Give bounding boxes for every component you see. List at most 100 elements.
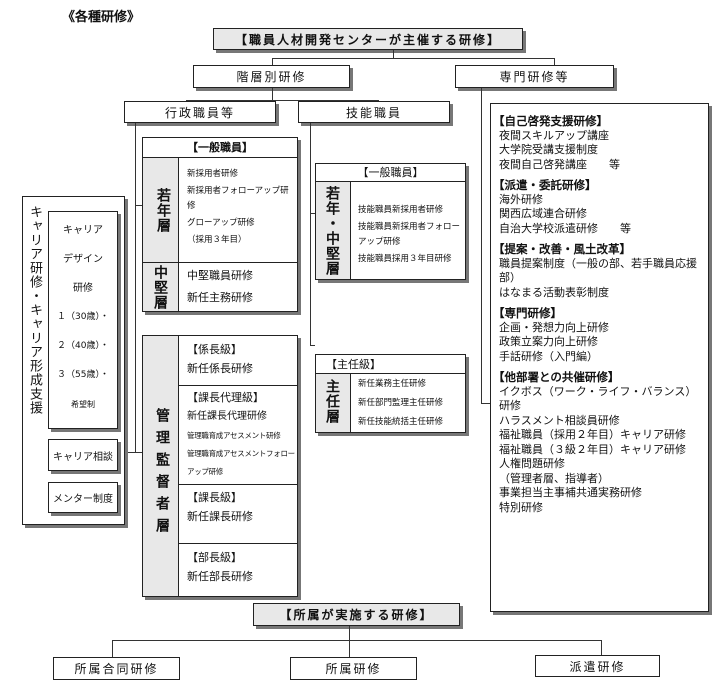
training-item: 新任課長代理研修 xyxy=(187,411,267,422)
training-item: 夜間自己啓発講座 等 xyxy=(499,157,620,171)
group-header: 【部長級】 xyxy=(187,551,242,564)
skilled-general-header: 【一般職員】 xyxy=(316,164,465,182)
admin-general-header: 【一般職員】 xyxy=(143,138,297,158)
career-design-line: デザイン xyxy=(63,254,103,265)
training-item: 特別研修 xyxy=(499,500,543,514)
training-item: 中堅職員研修 xyxy=(187,269,253,282)
chief-items: 新任業務主任研修 新任部門監理主任研修 新任技能統括主任研修 xyxy=(358,375,464,432)
center-title-box: 【職員人材開発センターが主催する研修】 xyxy=(213,28,523,50)
section-header: 【他部署との共催研修】 xyxy=(493,370,620,384)
group-section-chief: 【課長級】 新任課長研修 xyxy=(187,488,253,526)
training-item: 大学院受講支援制度 xyxy=(499,143,598,156)
level-column xyxy=(143,158,179,311)
training-item: 新任技能統括主任研修 xyxy=(358,417,444,427)
training-item: 新採用者研修 xyxy=(187,169,239,179)
level-column xyxy=(143,336,179,596)
training-item: 自治大学校派遣研修 等 xyxy=(499,221,631,235)
admin-staff-box: 行政職員等 xyxy=(124,101,276,123)
mid-items: 中堅職員研修 新任主務研修 xyxy=(187,266,253,307)
training-item: 手話研修（入門編） xyxy=(499,349,598,363)
specialized-box: 専門研修等 xyxy=(455,65,614,88)
group-header: 【課長代理級】 xyxy=(187,391,264,404)
divider xyxy=(143,262,297,263)
training-item: 新任課長研修 xyxy=(187,510,253,523)
divider xyxy=(179,385,298,386)
training-item: 企画・発想力向上研修 xyxy=(499,320,609,334)
training-item: 新任部門監理主任研修 xyxy=(358,398,444,408)
training-item: はなまる活動表彰制度 xyxy=(499,285,609,299)
mentor-box: メンター制度 xyxy=(48,482,118,513)
training-item: 管理職育成アセスメント研修 xyxy=(187,431,281,440)
divider xyxy=(179,484,298,485)
specialized-list: 【自己啓発支援研修】夜間スキルアップ講座大学院受講支援制度夜間自己啓発講座 等【… xyxy=(490,103,709,612)
connector xyxy=(272,58,273,66)
connector xyxy=(112,640,602,641)
section-header: 【派遣・委託研修】 xyxy=(493,178,597,192)
connector xyxy=(310,123,311,345)
training-item: 事業担当主事補共通実務研修 xyxy=(499,486,642,499)
connector xyxy=(125,452,142,453)
section-header: 【専門研修】 xyxy=(493,306,562,320)
training-item: ハラスメント相談員研修 xyxy=(499,413,620,427)
skilled-chief-header: 【主任級】 xyxy=(316,355,465,374)
skilled-staff-box: 技能職員 xyxy=(298,101,450,123)
affiliated-own-box: 所属研修 xyxy=(290,657,417,680)
level-column xyxy=(316,374,351,432)
training-item: 福祉職員（採用２年目）キャリア研修 xyxy=(499,428,686,441)
career-design-line: キャリア xyxy=(63,225,103,236)
training-item: 新任業務主任研修 xyxy=(358,379,427,389)
training-item: 夜間スキルアップ講座 xyxy=(499,128,609,142)
connector xyxy=(349,626,350,657)
training-item: 海外研修 xyxy=(499,192,543,206)
skilled-general-box: 【一般職員】 若年・中堅層 技能職員新採用者研修 技能職員新採用者フォローアップ… xyxy=(315,163,466,280)
career-design-box: キャリア デザイン 研修 １（30歳）・ ２（40歳）・ ３（55歳）・ 希望制 xyxy=(48,211,118,429)
training-item: （採用３年目） xyxy=(187,235,247,245)
career-design-line: １（30歳）・ xyxy=(57,312,109,322)
connector xyxy=(481,88,482,404)
group-chief: 【係長級】 新任係長研修 xyxy=(187,340,253,378)
skilled-chief-box: 【主任級】 主任層 新任業務主任研修 新任部門監理主任研修 新任技能統括主任研修 xyxy=(315,354,466,433)
connector xyxy=(272,88,273,101)
career-design-line: 研修 xyxy=(73,283,93,294)
skilled-young-label: 若年・中堅層 xyxy=(324,186,340,276)
connector xyxy=(186,100,378,101)
group-header: 【課長級】 xyxy=(187,491,242,504)
affiliated-joint-box: 所属合同研修 xyxy=(53,657,180,680)
training-item: 管理職育成アセスメントフォローアップ研修 xyxy=(187,449,295,476)
affiliated-dispatch-box: 派遣研修 xyxy=(535,655,660,677)
divider xyxy=(179,543,298,544)
career-label: キャリア研修・キャリア形成支援 xyxy=(27,205,42,415)
training-item: イクボス（ワーク・ライフ・バランス）研修 xyxy=(499,384,697,413)
training-item: （管理者層、指導者） xyxy=(499,471,609,485)
career-design-line: 希望制 xyxy=(71,400,95,409)
connector xyxy=(310,213,315,214)
section-header: 【自己啓発支援研修】 xyxy=(493,114,608,128)
group-deputy: 【課長代理級】 新任課長代理研修 管理職育成アセスメント研修 管理職育成アセスメ… xyxy=(187,388,297,481)
training-item: 関西広域連合研修 xyxy=(499,207,587,220)
skilled-items: 技能職員新採用者研修 技能職員新採用者フォローアップ研修 技能職員採用３年目研修 xyxy=(358,202,464,268)
training-item: 新任係長研修 xyxy=(187,362,253,375)
training-item: 新任部長研修 xyxy=(187,570,253,583)
connector xyxy=(135,205,142,206)
training-item: 技能職員新採用者フォローアップ研修 xyxy=(358,222,461,247)
connector xyxy=(554,58,555,66)
connector xyxy=(393,50,394,59)
career-design-line: ３（55歳）・ xyxy=(57,370,109,380)
training-item: 技能職員採用３年目研修 xyxy=(358,254,452,264)
career-design-line: ２（40歳）・ xyxy=(57,341,109,351)
management-box: 管理監督者層 【係長級】 新任係長研修 【課長代理級】 新任課長代理研修 管理職… xyxy=(142,335,298,597)
career-consult-box: キャリア相談 xyxy=(48,439,118,471)
connector xyxy=(601,640,602,655)
level-column xyxy=(316,182,351,279)
training-item: 技能職員新採用者研修 xyxy=(358,205,444,215)
career-box: キャリア研修・キャリア形成支援 キャリア デザイン 研修 １（30歳）・ ２（4… xyxy=(22,196,125,525)
training-item: 福祉職員（３級２年目）キャリア研修 xyxy=(499,442,686,456)
connector xyxy=(481,403,490,404)
connector xyxy=(310,345,315,346)
group-director: 【部長級】 新任部長研修 xyxy=(187,548,253,586)
training-item: 人権問題研修 xyxy=(499,457,565,470)
affiliated-title-box: 【所属が実施する研修】 xyxy=(253,603,460,626)
chief-label: 主任層 xyxy=(324,379,340,424)
connector xyxy=(135,123,136,453)
